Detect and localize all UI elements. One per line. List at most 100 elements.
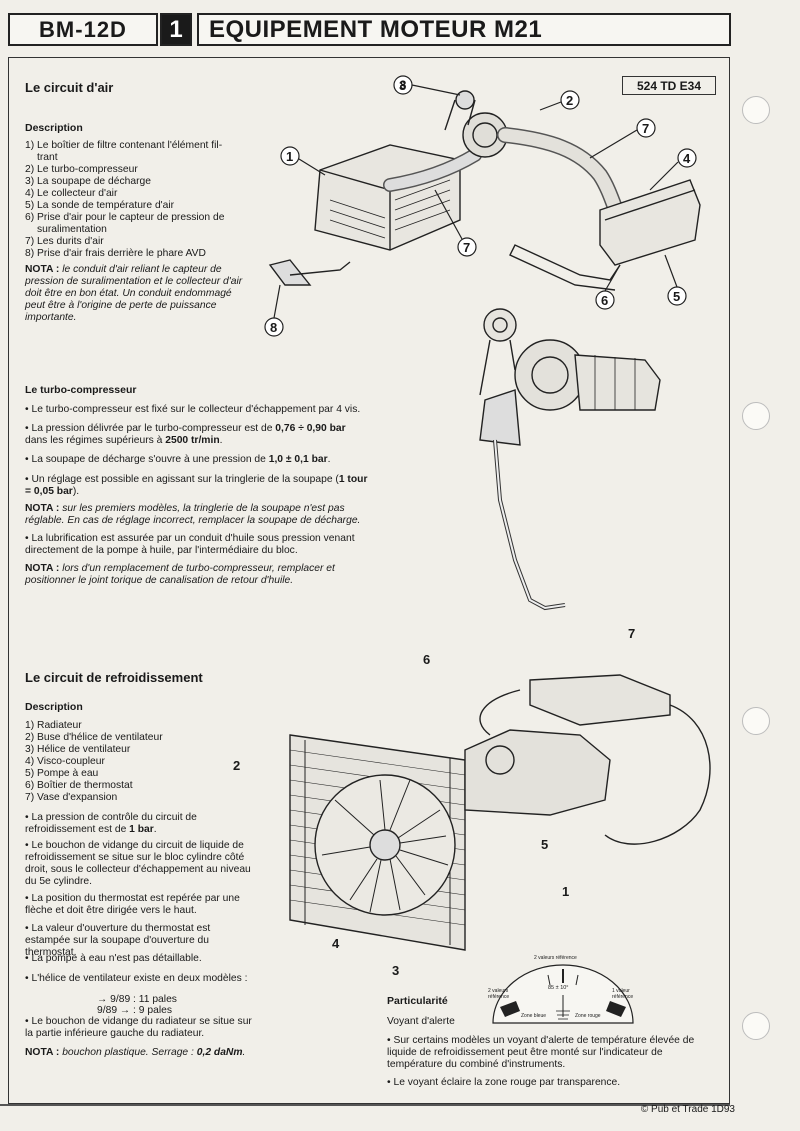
text: • La soupape de décharge s'ouvre à une p… <box>25 454 269 465</box>
gauge-right-label: 1 valeur référence <box>612 988 634 1000</box>
torque-value: 0,2 daNm <box>196 1047 243 1058</box>
cooling-b1: • La pression de contrôle du circuit de … <box>25 812 257 836</box>
turbo-p3: • La soupape de décharge s'ouvre à une p… <box>25 454 370 466</box>
turbo-p2: • La pression délivrée par le turbo-comp… <box>25 423 370 447</box>
callout-7a: 7 <box>642 121 650 136</box>
list-item: 2) Le turbo-compresseur <box>25 164 138 175</box>
gauge-blue-zone: Zone bleue <box>521 1013 547 1019</box>
callout-1: 1 <box>286 149 294 164</box>
callout-2: 2 <box>566 93 574 108</box>
cooling-b6: • L'hélice de ventilateur existe en deux… <box>25 973 248 984</box>
model-code: BM-12D <box>39 16 127 42</box>
nota-label: NOTA : <box>25 264 60 275</box>
callout-6: 6 <box>601 293 609 308</box>
cooling-b7: • Le bouchon de vidange du radiateur se … <box>25 1016 252 1039</box>
nota-text: bouchon plastique. Serrage : <box>62 1047 197 1058</box>
text: • Un réglage est possible en agissant su… <box>25 474 339 485</box>
air-components-list: 1) Le boîtier de filtre contenant l'élém… <box>25 140 250 260</box>
text: • La pression de contrôle du circuit de … <box>25 812 197 835</box>
list-item: 8) Prise d'air frais derrière le phare A… <box>25 248 206 259</box>
turbo-nota2: NOTA : lors d'un remplacement de turbo-c… <box>25 563 370 587</box>
fan-model-1: → 9/89 : 11 pales <box>97 994 177 1005</box>
text: . <box>219 435 223 446</box>
gauge-red-zone: Zone rouge <box>575 1013 601 1019</box>
section-number: 1 <box>169 15 183 43</box>
list-item: 5) Pompe à eau <box>25 768 99 779</box>
rpm-value: 2500 tr/min <box>165 435 220 446</box>
text: . <box>153 824 157 835</box>
text: ). <box>72 486 80 497</box>
list-item: suralimentation <box>37 224 107 235</box>
list-item: 3) La soupape de décharge <box>25 176 151 187</box>
text: . <box>327 454 331 465</box>
list-item: 5) La sonde de température d'air <box>25 200 175 211</box>
list-item: 6) Prise d'air pour le capteur de pressi… <box>25 212 225 223</box>
air-circuit-title: Le circuit d'air <box>25 80 114 95</box>
particularity-title: Particularité <box>387 995 448 1007</box>
text: • La pression délivrée par le turbo-comp… <box>25 423 276 434</box>
list-item: 3) Hélice de ventilateur <box>25 744 131 755</box>
particularity-p2: • Le voyant éclaire la zone rouge par tr… <box>387 1077 621 1088</box>
cooling-components-list: 1) Radiateur 2) Buse d'hélice de ventila… <box>25 720 235 804</box>
nota-text: lors d'un remplacement de turbo-compress… <box>25 563 335 586</box>
turbo-title: Le turbo-compresseur <box>25 384 137 396</box>
callout-label: 8 <box>400 78 407 92</box>
turbo-p5: • La lubrification est assurée par un co… <box>25 533 355 556</box>
callout-3: 3 <box>399 78 407 93</box>
turbo-nota1: NOTA : sur les premiers modèles, la trin… <box>25 503 370 527</box>
list-item: trant <box>37 152 58 163</box>
callout-8: 8 <box>270 320 278 335</box>
nota-text: le conduit d'air reliant le capteur de p… <box>25 264 243 323</box>
nota-label: NOTA : <box>25 503 60 514</box>
nota-text: sur les premiers modèles, la tringlerie … <box>25 503 361 526</box>
cooling-title: Le circuit de refroidissement <box>25 670 203 685</box>
cooling-description-title: Description <box>25 701 83 713</box>
callout-3: 3 <box>392 963 400 978</box>
cooling-diagram <box>289 674 711 951</box>
air-nota: NOTA : le conduit d'air reliant le capte… <box>25 264 250 324</box>
cooling-b5: • La pompe à eau n'est pas détaillable. <box>25 953 202 964</box>
list-item: 6) Boîtier de thermostat <box>25 780 133 791</box>
callout-4: 4 <box>332 936 340 951</box>
turbo-p4: • Un réglage est possible en agissant su… <box>25 474 370 498</box>
binder-hole-1 <box>742 96 770 124</box>
air-description-title: Description <box>25 122 83 134</box>
particularity-subtitle: Voyant d'alerte <box>387 1016 455 1027</box>
reference-code: 524 TD E34 <box>622 76 716 95</box>
fan-model-2: 9/89 → : 9 pales <box>97 1005 172 1016</box>
nota-label: NOTA : <box>25 1047 60 1058</box>
binder-hole-4 <box>742 1012 770 1040</box>
cooling-nota: NOTA : bouchon plastique. Serrage : 0,2 … <box>25 1047 265 1059</box>
particularity-p1: • Sur certains modèles un voyant d'alert… <box>387 1035 695 1070</box>
list-item: 1) Le boîtier de filtre contenant l'élém… <box>25 140 223 151</box>
footer-copyright: © Pub et Trade 1D93 <box>640 1104 735 1115</box>
pressure-value: 0,76 ÷ 0,90 bar <box>275 423 346 434</box>
callout-5: 5 <box>541 837 549 852</box>
gauge-center-value: 85 ± 10° <box>548 985 569 991</box>
callout-1: 1 <box>562 884 570 899</box>
cooling-b3: • La position du thermostat est repérée … <box>25 893 240 916</box>
list-item: 4) Visco-coupleur <box>25 756 105 767</box>
callout-2: 2 <box>233 758 241 773</box>
callout-7b: 7 <box>463 240 471 255</box>
list-item: 2) Buse d'hélice de ventilateur <box>25 732 163 743</box>
turbo-p1: • Le turbo-compresseur est fixé sur le c… <box>25 404 361 415</box>
binder-hole-2 <box>742 402 770 430</box>
temperature-gauge: 2 valeurs référence 2 valeurs référence … <box>488 955 638 1027</box>
cooling-b2: • Le bouchon de vidange du circuit de li… <box>25 840 251 887</box>
valve-pressure: 1,0 ± 0,1 bar <box>268 454 328 465</box>
list-item: 1) Radiateur <box>25 720 82 731</box>
gauge-top-label: 2 valeurs référence <box>534 955 577 961</box>
nota-text: . <box>242 1047 246 1058</box>
text: dans les régimes supérieurs à <box>25 435 166 446</box>
page-title: EQUIPEMENT MOTEUR M21 <box>209 15 543 43</box>
list-item: 4) Le collecteur d'air <box>25 188 118 199</box>
list-item: 7) Les durits d'air <box>25 236 104 247</box>
turbo-diagram <box>479 308 661 611</box>
gauge-graphic <box>492 964 634 1024</box>
callout-6: 6 <box>423 652 431 667</box>
bottom-divider <box>0 1104 730 1106</box>
header-title: EQUIPEMENT MOTEUR M21 <box>197 13 731 46</box>
air-circuit-diagram: 8 <box>264 75 701 337</box>
